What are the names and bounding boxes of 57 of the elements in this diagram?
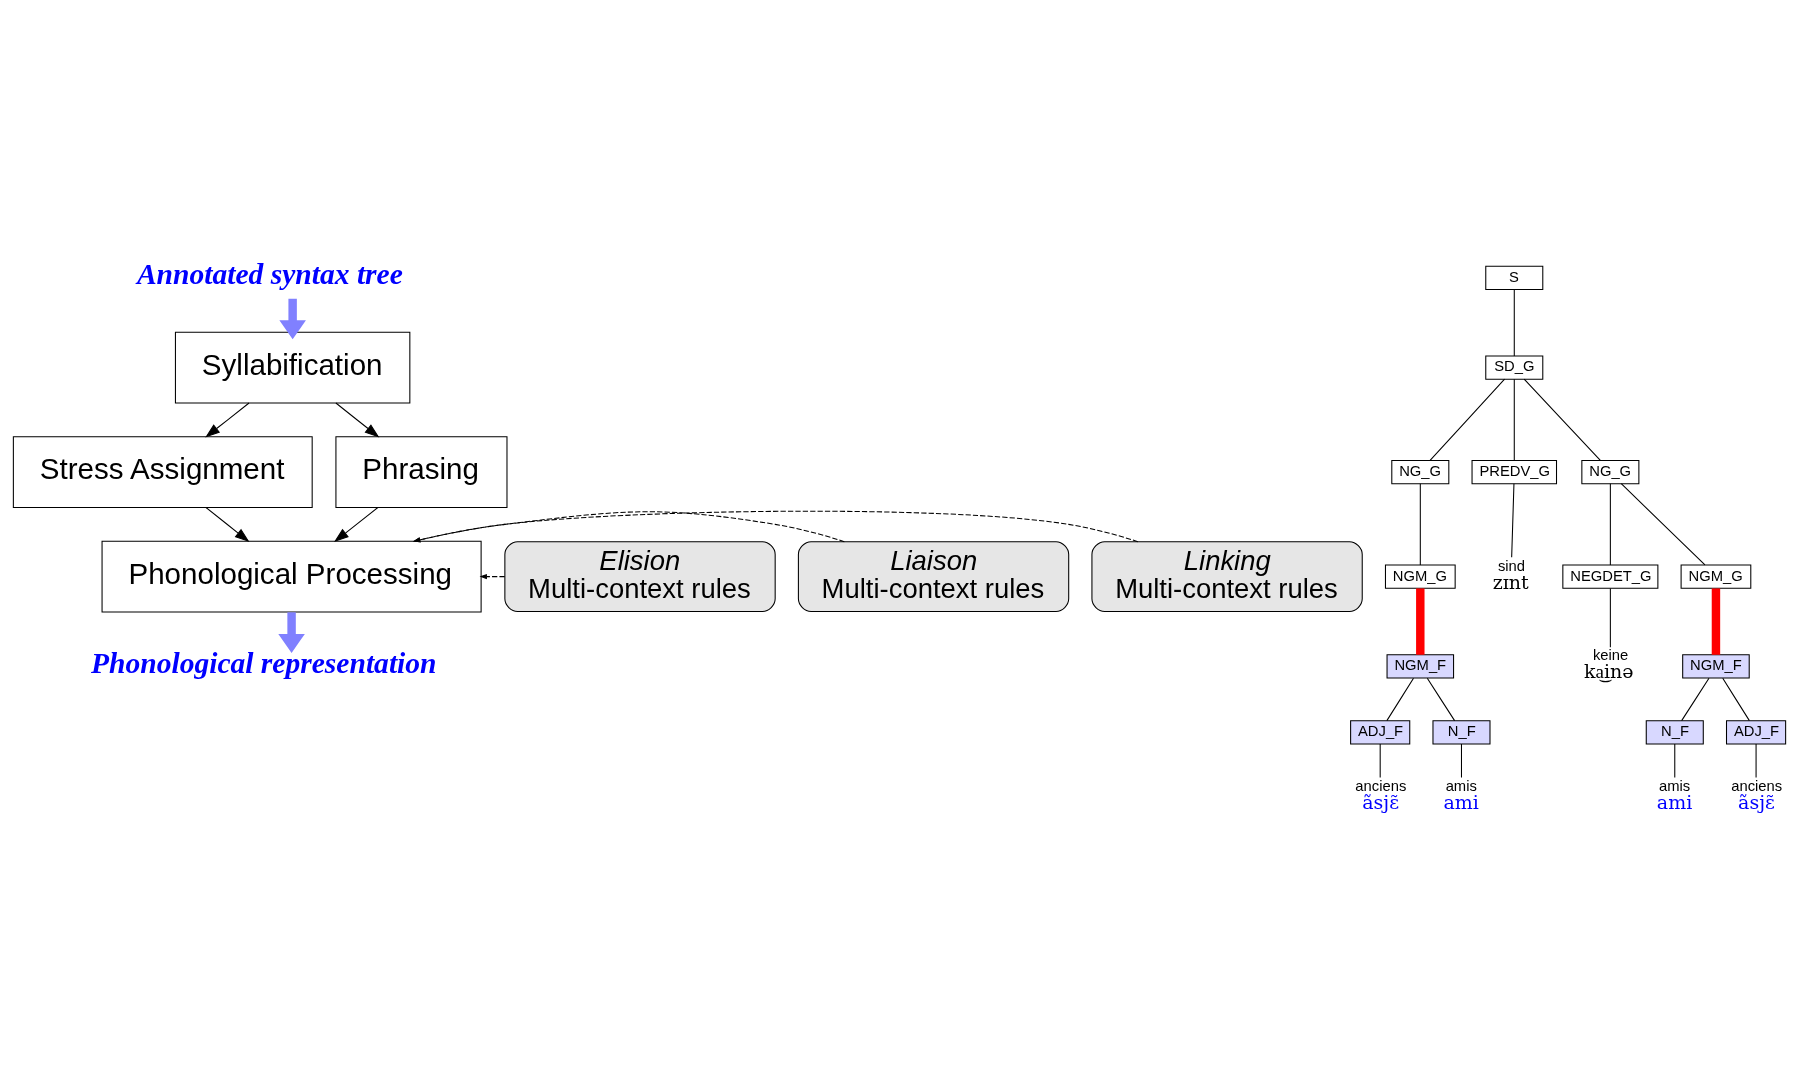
node-box: NGM_G (1680, 564, 1752, 589)
connector (1722, 677, 1750, 722)
connector (1386, 677, 1415, 722)
arrow (479, 574, 506, 580)
node-box: NGM_F (1386, 654, 1455, 679)
node-box: NG_G (1391, 459, 1450, 485)
connector (1609, 483, 1611, 566)
node-box: Stress Assignment (12, 436, 313, 508)
arrow (412, 510, 1139, 543)
connector (1681, 677, 1710, 722)
arrow (205, 507, 250, 543)
node-box: Syllabification (174, 331, 411, 404)
node-text: amis ami (1656, 777, 1693, 813)
connector (1429, 378, 1506, 461)
node-text: anciens ãsjɛ̃ (1731, 777, 1783, 813)
connector (1379, 743, 1381, 779)
connector (1620, 483, 1706, 566)
node-box: N_F (1645, 720, 1704, 745)
node-box: Linking Multi-context rules (1091, 541, 1363, 612)
arrow (278, 612, 305, 653)
node-text: anciens ãsjɛ̃ (1355, 777, 1407, 813)
connector (1755, 743, 1757, 779)
node-text: amis ami (1443, 777, 1479, 813)
node-text: Phonological representation (90, 646, 437, 679)
node-box: NGM_G (1384, 564, 1456, 589)
node-box: PREDV_G (1471, 459, 1558, 485)
node-text: Annotated syntax tree (136, 258, 403, 291)
connector (1511, 483, 1515, 558)
connector (1513, 289, 1515, 357)
node-text: sind zɪnt (1492, 557, 1529, 593)
connector (1416, 588, 1425, 655)
arrow (335, 402, 380, 438)
connector (1711, 588, 1721, 655)
connector (1419, 483, 1421, 566)
node-box: S (1485, 265, 1544, 290)
node-box: NGM_F (1682, 654, 1750, 679)
arrow (279, 298, 306, 340)
node-box: ADJ_F (1350, 720, 1411, 745)
connector (1674, 743, 1676, 779)
node-box: NG_G (1581, 459, 1640, 485)
node-box: NEGDET_G (1562, 564, 1659, 589)
connector (1609, 587, 1611, 648)
node-box: Elision Multi-context rules (504, 541, 776, 612)
connector (1460, 743, 1462, 779)
arrow (205, 402, 250, 438)
node-text: keine ka͜inə (1583, 647, 1634, 683)
arrow (412, 511, 845, 543)
node-box: Phonological Processing (101, 540, 482, 613)
node-box: N_F (1432, 720, 1491, 745)
node-box: Liaison Multi-context rules (797, 541, 1070, 612)
connector (1513, 378, 1515, 461)
arrow (334, 507, 379, 543)
node-box: ADJ_F (1726, 720, 1787, 745)
node-box: Phrasing (335, 436, 508, 508)
connector (1523, 378, 1601, 461)
node-box: SD_G (1485, 355, 1544, 380)
connector (1426, 677, 1456, 722)
